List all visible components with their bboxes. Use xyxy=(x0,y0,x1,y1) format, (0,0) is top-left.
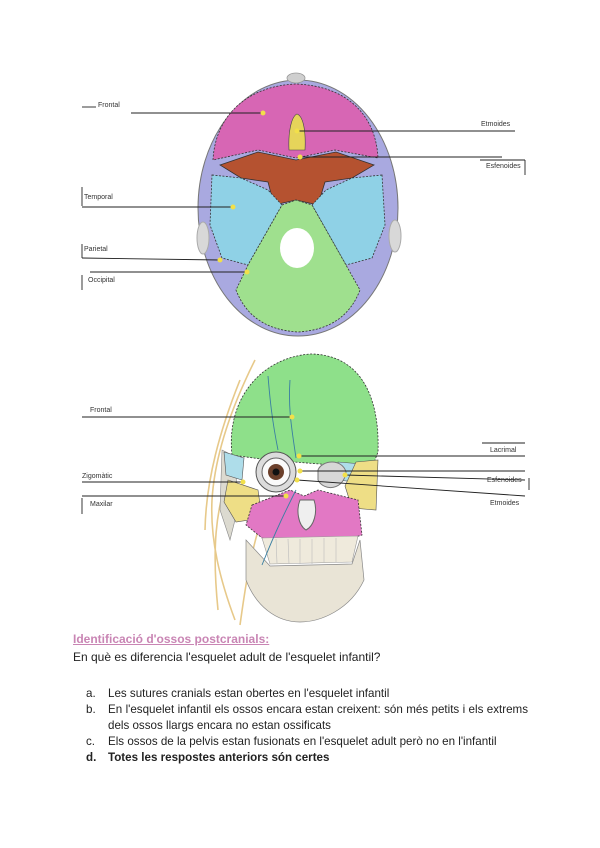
question-text: En què es diferencia l'esquelet adult de… xyxy=(73,650,380,664)
frontal-bone-anterior xyxy=(231,354,378,468)
skull-base-figure xyxy=(0,0,600,340)
label-frontal-top: Frontal xyxy=(98,102,120,109)
label-esfenoides-top: Esfenoides xyxy=(486,163,521,170)
option-text: Totes les respostes anteriors són certes xyxy=(108,750,528,766)
label-zigomatic: Zigomàtic xyxy=(82,473,112,480)
answer-options: a. Les sutures cranials estan obertes en… xyxy=(86,686,528,766)
option-marker: a. xyxy=(86,686,108,702)
option-text: Els ossos de la pelvis estan fusionats e… xyxy=(108,734,528,750)
option-text: Les sutures cranials estan obertes en l'… xyxy=(108,686,528,702)
label-etmoides-top: Etmoides xyxy=(481,121,510,128)
answer-option-b[interactable]: b. En l'esquelet infantil els ossos enca… xyxy=(86,702,528,734)
skull-anterior-figure xyxy=(0,340,600,630)
label-maxilar: Maxilar xyxy=(90,501,113,508)
foramen-magnum xyxy=(280,228,314,268)
answer-option-d[interactable]: d. Totes les respostes anteriors són cer… xyxy=(86,750,528,766)
label-esfenoides-bottom: Esfenoides xyxy=(487,477,522,484)
label-etmoides-bottom: Etmoides xyxy=(490,500,519,507)
option-text: En l'esquelet infantil els ossos encara … xyxy=(108,702,528,734)
option-marker: b. xyxy=(86,702,108,734)
answer-option-c[interactable]: c. Els ossos de la pelvis estan fusionat… xyxy=(86,734,528,750)
label-parietal: Parietal xyxy=(84,246,108,253)
option-marker: d. xyxy=(86,750,108,766)
label-frontal-bottom: Frontal xyxy=(90,407,112,414)
label-temporal: Temporal xyxy=(84,194,113,201)
answer-option-a[interactable]: a. Les sutures cranials estan obertes en… xyxy=(86,686,528,702)
option-marker: c. xyxy=(86,734,108,750)
label-lacrimal: Lacrimal xyxy=(490,447,516,454)
label-occipital: Occipital xyxy=(88,277,115,284)
section-title: Identificació d'ossos postcranials: xyxy=(73,632,269,646)
